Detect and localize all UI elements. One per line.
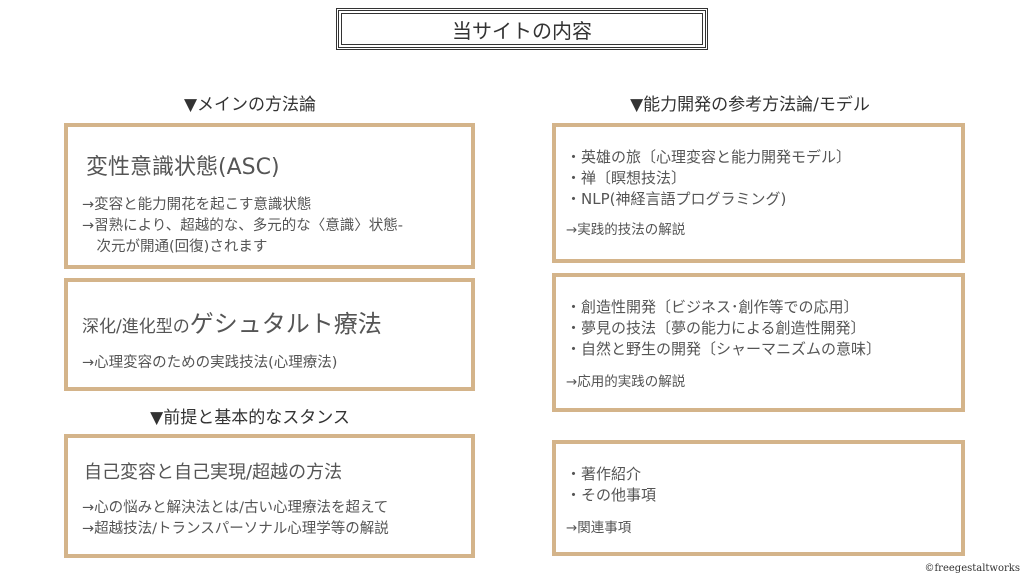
heading-main-method: ▼メインの方法論 bbox=[183, 95, 317, 115]
link-practical[interactable]: →実践的技法の解説 bbox=[566, 222, 686, 238]
box-self-transformation[interactable]: 自己変容と自己実現/超越の方法 →心の悩みと解決法とは/古い心理療法を超えて →… bbox=[64, 434, 475, 558]
box-title: 自己変容と自己実現/超越の方法 bbox=[84, 462, 343, 483]
box-gestalt[interactable]: 深化/進化型のゲシュタルト療法 →心理変容のための実践技法(心理療法) bbox=[64, 278, 475, 391]
box-title: 変性意識状態(ASC) bbox=[86, 155, 280, 180]
box-line: →超越技法/トランスパーソナル心理学等の解説 bbox=[82, 521, 389, 537]
list-item: ・英雄の旅〔心理変容と能力開発モデル〕 bbox=[566, 148, 852, 166]
box-title-prefix: 深化/進化型の bbox=[82, 317, 190, 337]
box-applied-practice[interactable]: ・創造性開発〔ビジネス･創作等での応用〕 ・夢見の技法〔夢の能力による創造性開発… bbox=[552, 273, 965, 412]
list-item: ・著作紹介 bbox=[566, 465, 642, 483]
link-related[interactable]: →関連事項 bbox=[566, 520, 632, 536]
box-asc[interactable]: 変性意識状態(ASC) →変容と能力開花を起こす意識状態 →習熟により、超越的な… bbox=[64, 123, 475, 269]
list-item: ・夢見の技法〔夢の能力による創造性開発〕 bbox=[566, 319, 866, 337]
list-item: ・NLP(神経言語プログラミング) bbox=[566, 190, 787, 208]
link-applied[interactable]: →応用的実践の解説 bbox=[566, 374, 686, 390]
box-title: ゲシュタルト療法 bbox=[189, 310, 382, 338]
heading-premise: ▼前提と基本的なスタンス bbox=[150, 408, 350, 428]
box-line: →心理変容のための実践技法(心理療法) bbox=[82, 355, 338, 371]
box-line: →心の悩みと解決法とは/古い心理療法を超えて bbox=[82, 500, 389, 516]
box-related[interactable]: ・著作紹介 ・その他事項 →関連事項 bbox=[552, 440, 965, 556]
list-item: ・その他事項 bbox=[566, 486, 657, 504]
list-item: ・禅〔瞑想技法〕 bbox=[566, 169, 687, 187]
box-line: →習熟により、超越的な、多元的な〈意識〉状態- bbox=[82, 218, 404, 234]
list-item: ・自然と野生の開発〔シャーマニズムの意味〕 bbox=[566, 340, 882, 358]
copyright: ©freegestaltworks bbox=[924, 563, 1020, 574]
box-practical-techniques[interactable]: ・英雄の旅〔心理変容と能力開発モデル〕 ・禅〔瞑想技法〕 ・NLP(神経言語プロ… bbox=[552, 123, 965, 263]
box-line: 次元が開通(回復)されます bbox=[82, 239, 268, 255]
box-line: →変容と能力開花を起こす意識状態 bbox=[82, 197, 312, 213]
heading-reference-models: ▼能力開発の参考方法論/モデル bbox=[630, 95, 870, 115]
page-title: 当サイトの内容 bbox=[336, 8, 708, 50]
list-item: ・創造性開発〔ビジネス･創作等での応用〕 bbox=[566, 298, 859, 316]
